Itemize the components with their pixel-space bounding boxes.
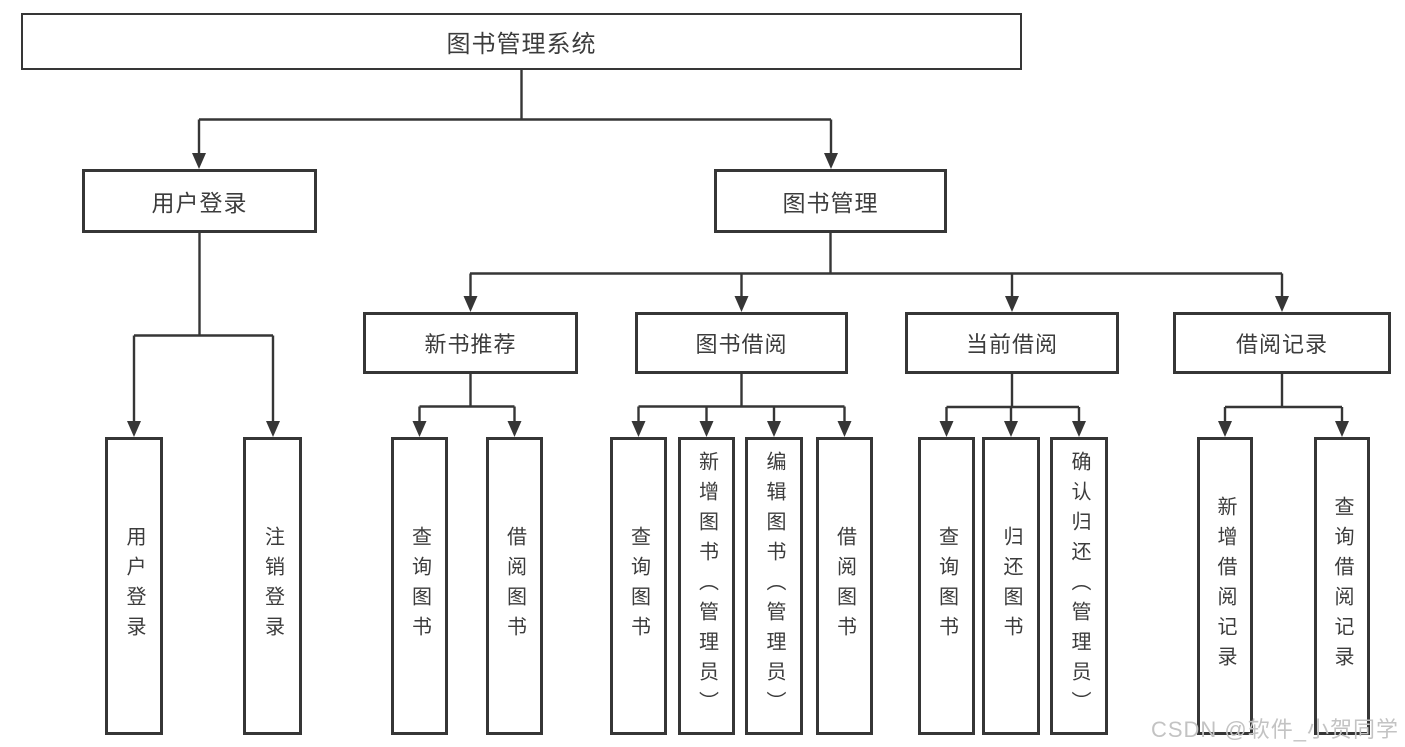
leaf-confirm-return-admin: 确认归还（管理员） xyxy=(1050,437,1108,735)
leaf-query-books-current: 查询图书 xyxy=(918,437,975,735)
leaf-add-books-admin: 新增图书（管理员） xyxy=(678,437,735,735)
leaf-query-books-borrowing: 查询图书 xyxy=(610,437,667,735)
csdn-watermark: CSDN @软件_小贺同学 xyxy=(1150,717,1399,742)
node-user-login: 用户登录 xyxy=(82,169,317,233)
node-library-management-system: 图书管理系统 xyxy=(21,13,1022,70)
leaf-query-borrow-record: 查询借阅记录 xyxy=(1314,437,1370,735)
leaf-query-books-recommend: 查询图书 xyxy=(391,437,448,735)
node-book-borrowing: 图书借阅 xyxy=(635,312,848,374)
leaf-return-books: 归还图书 xyxy=(982,437,1040,735)
node-book-management: 图书管理 xyxy=(714,169,947,233)
leaf-user-login: 用户登录 xyxy=(105,437,163,735)
leaf-borrow-books-recommend: 借阅图书 xyxy=(486,437,543,735)
node-new-book-recommendation: 新书推荐 xyxy=(363,312,578,374)
node-current-borrowing: 当前借阅 xyxy=(905,312,1119,374)
leaf-add-borrow-record: 新增借阅记录 xyxy=(1197,437,1253,735)
leaf-edit-books-admin: 编辑图书（管理员） xyxy=(745,437,803,735)
leaf-borrow-books-borrowing: 借阅图书 xyxy=(816,437,873,735)
node-borrowing-records: 借阅记录 xyxy=(1173,312,1391,374)
leaf-logout-login: 注销登录 xyxy=(243,437,302,735)
